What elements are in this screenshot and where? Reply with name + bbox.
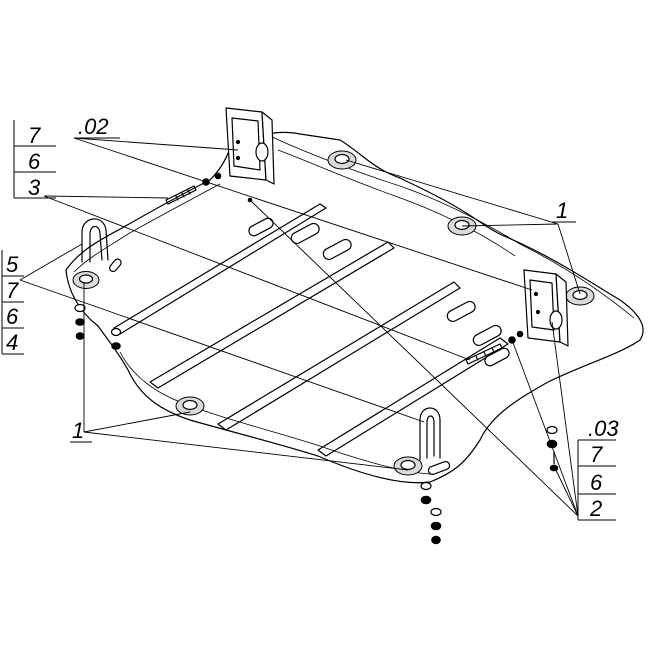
mounting-grommets	[72, 150, 595, 476]
leader-lines	[19, 137, 581, 517]
fastener-stack-right	[546, 425, 559, 472]
callout-label: 6	[6, 304, 19, 329]
u-bolt-left	[81, 218, 109, 263]
callout-right-bottom: .03 7 6 2	[577, 416, 619, 521]
callout-label: .03	[588, 416, 619, 441]
slotted-holes	[109, 217, 510, 475]
grommet	[327, 150, 357, 170]
grommet	[393, 456, 423, 476]
bracket-right	[523, 269, 569, 347]
callout-label: 7	[28, 123, 41, 148]
skid-plate	[65, 131, 644, 484]
callout-label: 1	[556, 198, 568, 223]
callout-left-bottom: 1	[70, 418, 92, 443]
callout-label: 5	[6, 252, 19, 277]
grommet	[72, 271, 100, 289]
callout-label: 6	[590, 470, 603, 495]
callout-label: 1	[72, 418, 84, 443]
callout-label: 2	[589, 496, 602, 521]
bolt-left	[165, 172, 253, 205]
grommet	[565, 286, 595, 306]
fastener-stack-left	[74, 303, 86, 340]
callout-label: 6	[28, 149, 41, 174]
bracket-left	[225, 107, 275, 185]
u-bolt-right	[419, 407, 441, 461]
callout-label: .02	[78, 114, 109, 139]
callout-label: 3	[28, 175, 41, 200]
callout-left-top: .02 7 6 3	[13, 114, 120, 200]
callout-label: 7	[6, 278, 19, 303]
grommet	[175, 396, 205, 416]
fastener-stack-left2	[110, 327, 122, 350]
plate-ribs	[113, 203, 509, 457]
fastener-stack-bottom	[420, 481, 442, 545]
callout-label: 7	[590, 442, 603, 467]
callout-label: 4	[6, 330, 18, 355]
callout-left-mid: 5 7 6 4	[1, 250, 24, 355]
callout-right-top: 1	[552, 198, 576, 223]
